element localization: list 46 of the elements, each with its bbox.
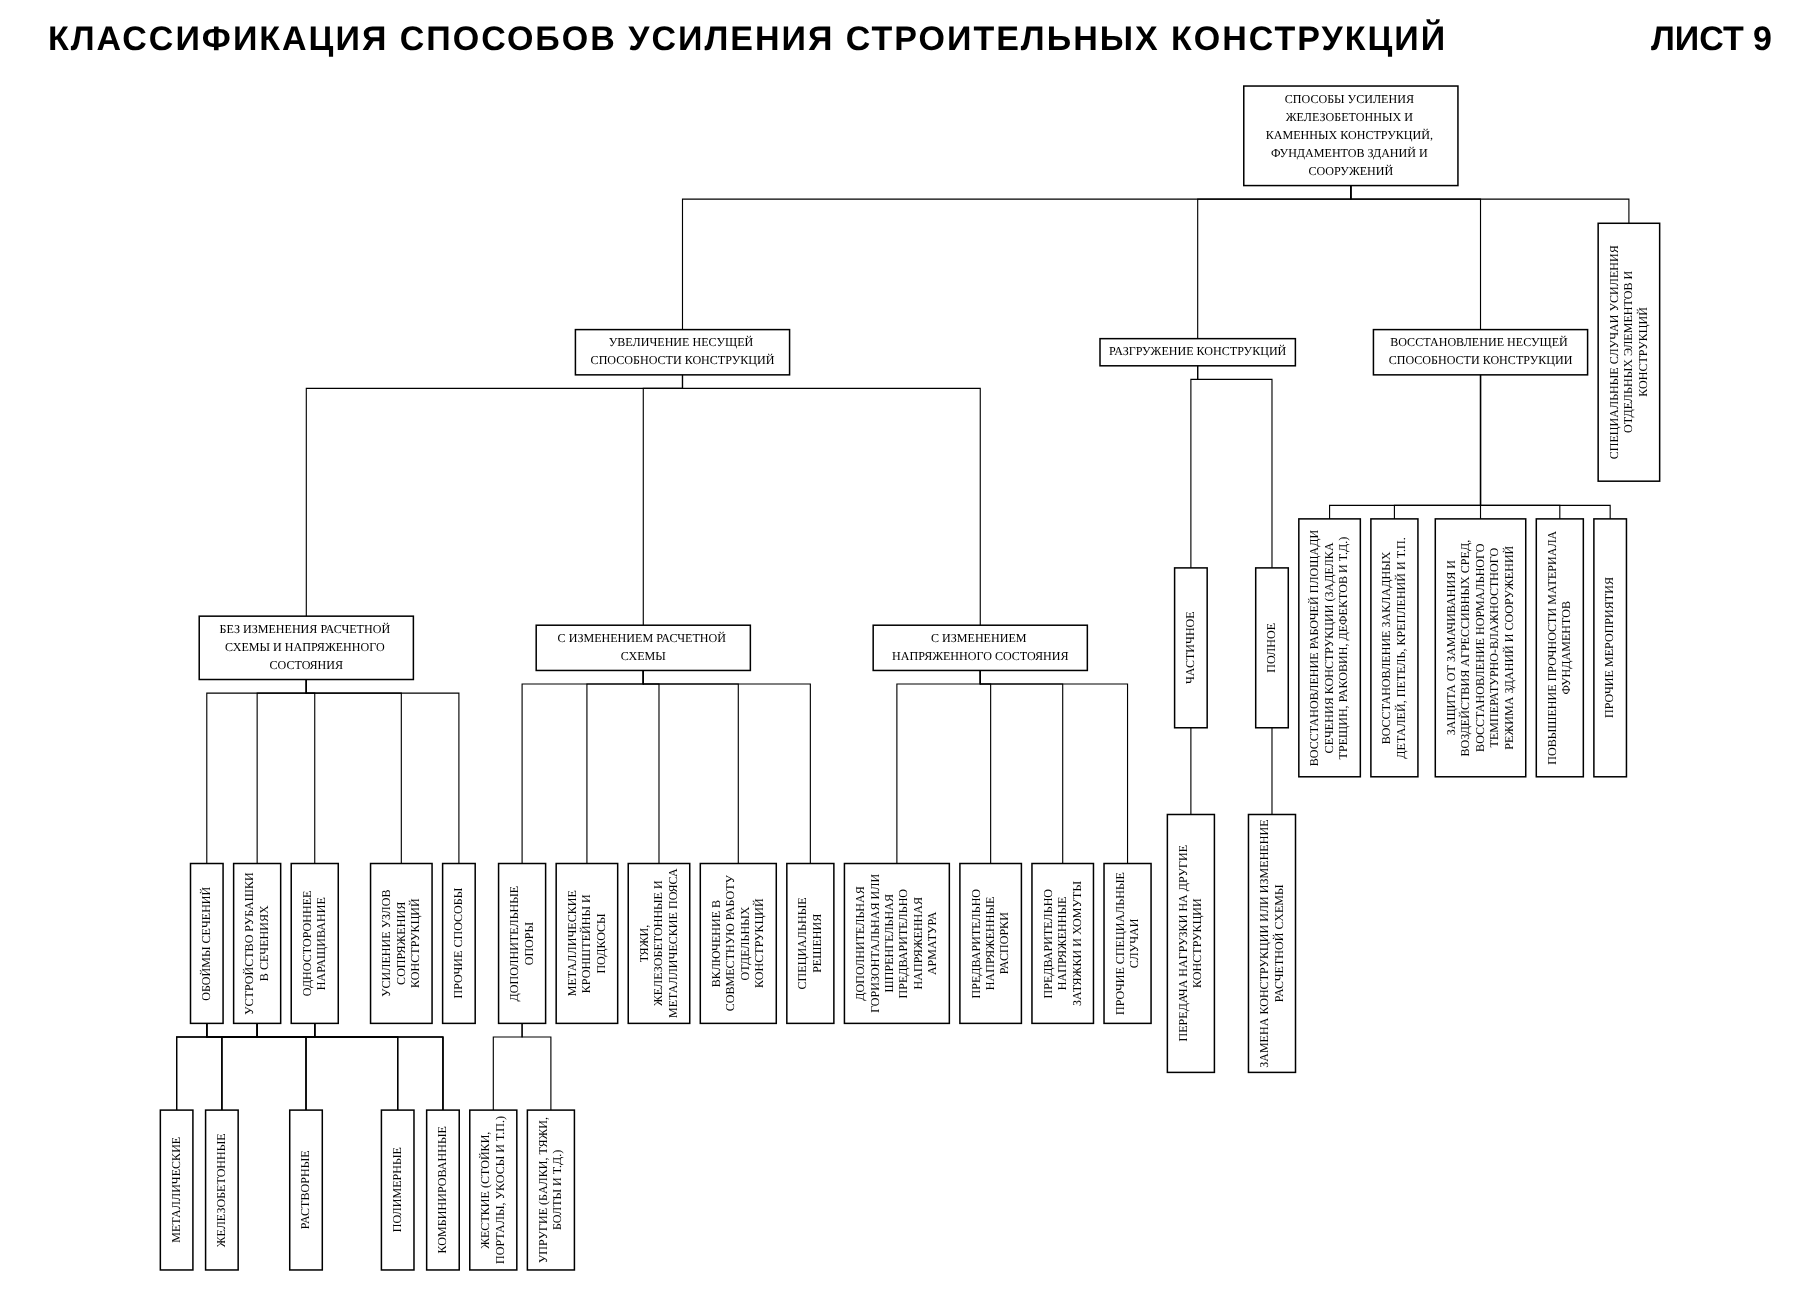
node-box: МЕТАЛЛИЧЕСКИЕ: [159, 1109, 194, 1271]
diagram-title: КЛАССИФИКАЦИЯ СПОСОБОВ УСИЛЕНИЯ СТРОИТЕЛЬНЫХ КОНСТРУКЦИЙ: [48, 20, 1448, 60]
connector: [1271, 727, 1273, 816]
node-box: ПОЛНОЕ: [1254, 567, 1290, 729]
connector: [314, 1022, 444, 1111]
node-box: ПОЛИМЕРНЫЕ: [380, 1109, 415, 1271]
node-box: РАСТВОРНЫЕ: [288, 1109, 324, 1271]
connector: [1479, 374, 1611, 520]
node-box: ВОССТАНОВЛЕНИЕ РАБОЧЕЙ ПЛОЩАДИ СЕЧЕНИЯ КОНСТРУКЦИИ (ЗАДЕЛКА ТРЕЩИН, РАКОВИН, ДЕФЕКТОВ И Т.Д.): [1298, 518, 1362, 778]
node-box: СПЕЦИАЛЬНЫЕ РЕШЕНИЯ: [786, 862, 835, 1025]
node-box: ПРЕДВАРИТЕЛЬНО НАПРЯЖЕННЫЕ ЗАТЯЖКИ И ХОМУТЫ: [1031, 862, 1095, 1025]
connector: [681, 374, 981, 626]
connector: [305, 678, 460, 865]
node-box: УСТРОЙСТВО РУБАШКИ В СЕЧЕНИЯХ: [232, 862, 282, 1025]
node-box: ВОССТАНОВЛЕНИЕ ЗАКЛАДНЫХ ДЕТАЛЕЙ, ПЕТЕЛЬ, КРЕПЛЕНИЙ И Т.П.: [1370, 518, 1419, 778]
node-box: ПЕРЕДАЧА НАГРУЗКИ НА ДРУГИЕ КОНСТРУКЦИИ: [1166, 813, 1216, 1074]
node-box: ПРОЧИЕ СПОСОБЫ: [441, 862, 476, 1025]
node-box: ЖЕЛЕЗОБЕТОННЫЕ: [204, 1109, 239, 1271]
node-box: ОБОЙМЫ СЕЧЕНИЙ: [189, 862, 224, 1025]
node-box: ЗАЩИТА ОТ ЗАМАЧИВАНИЯ И ВОЗДЕЙСТВИЯ АГРЕССИВНЫХ СРЕД, ВОССТАНОВЛЕНИЕ НОРМАЛЬНОГО ТЕМПЕРАТУРНО-ВЛАЖНОСТНОГО РЕЖИМА ЗДАНИЙ И СООРУЖЕНИЙ: [1434, 518, 1527, 778]
connector: [1190, 727, 1192, 816]
connector: [1197, 365, 1273, 569]
node-box: КОМБИНИРОВАННЫЕ: [425, 1109, 460, 1271]
node-box: ПРОЧИЕ СПЕЦИАЛЬНЫЕ СЛУЧАИ: [1103, 862, 1152, 1025]
node-box: ДОПОЛНИТЕЛЬНЫЕ ОПОРЫ: [497, 862, 547, 1025]
node-box: ДОПОЛНИТЕЛЬНАЯ ГОРИЗОНТАЛЬНАЯ ИЛИ ШПРЕНГЕЛЬНАЯ ПРЕДВАРИТЕЛЬНО НАПРЯЖЕННАЯ АРМАТУРА: [843, 862, 951, 1025]
node-box: ПРЕДВАРИТЕЛЬНО НАПРЯЖЕННЫЕ РАСПОРКИ: [959, 862, 1023, 1025]
node-box: ПОВЫШЕНИЕ ПРОЧНОСТИ МАТЕРИАЛА ФУНДАМЕНТОВ: [1535, 518, 1585, 778]
node-box: ЗАМЕНА КОНСТРУКЦИИ ИЛИ ИЗМЕНЕНИЕ РАСЧЕТНОЙ СХЕМЫ: [1247, 813, 1297, 1074]
connector: [979, 669, 1129, 865]
node-box: ПРОЧИЕ МЕРОПРИЯТИЯ: [1593, 518, 1628, 778]
node-box: МЕТАЛЛИЧЕСКИЕ КРОНШТЕЙНЫ И ПОДКОСЫ: [555, 862, 619, 1025]
connector: [256, 1022, 444, 1111]
sheet-number: ЛИСТ 9: [1650, 20, 1772, 60]
connector: [1350, 185, 1630, 224]
node-box: УСИЛЕНИЕ УЗЛОВ СОПРЯЖЕНИЯ КОНСТРУКЦИЙ: [369, 862, 433, 1025]
node-box: УПРУГИЕ (БАЛКИ, ТЯЖИ, БОЛТЫ И Т.Д.): [526, 1109, 576, 1271]
connector: [206, 1022, 444, 1111]
node-box: ЧАСТИЧНОЕ: [1173, 567, 1208, 729]
node-box: ЖЕСТКИЕ (СТОЙКИ, ПОРТАЛЫ, УКОСЫ И Т.П.): [469, 1109, 518, 1271]
node-box: ОДНОСТОРОННЕЕ НАРАЩИВАНИЕ: [290, 862, 339, 1025]
node-box: ВКЛЮЧЕНИЕ В СОВМЕСТНУЮ РАБОТУ ОТДЕЛЬНЫХ КОНСТРУКЦИЙ: [699, 862, 778, 1025]
connector: [642, 669, 811, 865]
node-box: СПЕЦИАЛЬНЫЕ СЛУЧАИ УСИЛЕНИЯ ОТДЕЛЬНЫХ ЭЛЕМЕНТОВ И КОНСТРУКЦИЙ: [1597, 222, 1661, 482]
connector: [521, 1022, 552, 1111]
node-box: ТЯЖИ, ЖЕЛЕЗОБЕТОННЫЕ И МЕТАЛЛИЧЕСКИЕ ПОЯСА: [627, 862, 691, 1025]
